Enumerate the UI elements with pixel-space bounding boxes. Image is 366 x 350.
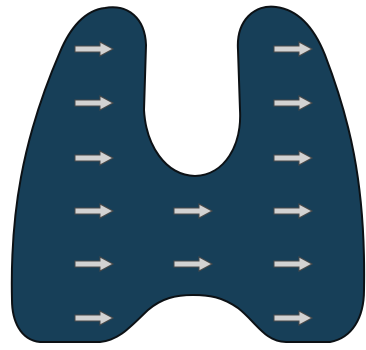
u-shaped-body	[12, 7, 364, 342]
